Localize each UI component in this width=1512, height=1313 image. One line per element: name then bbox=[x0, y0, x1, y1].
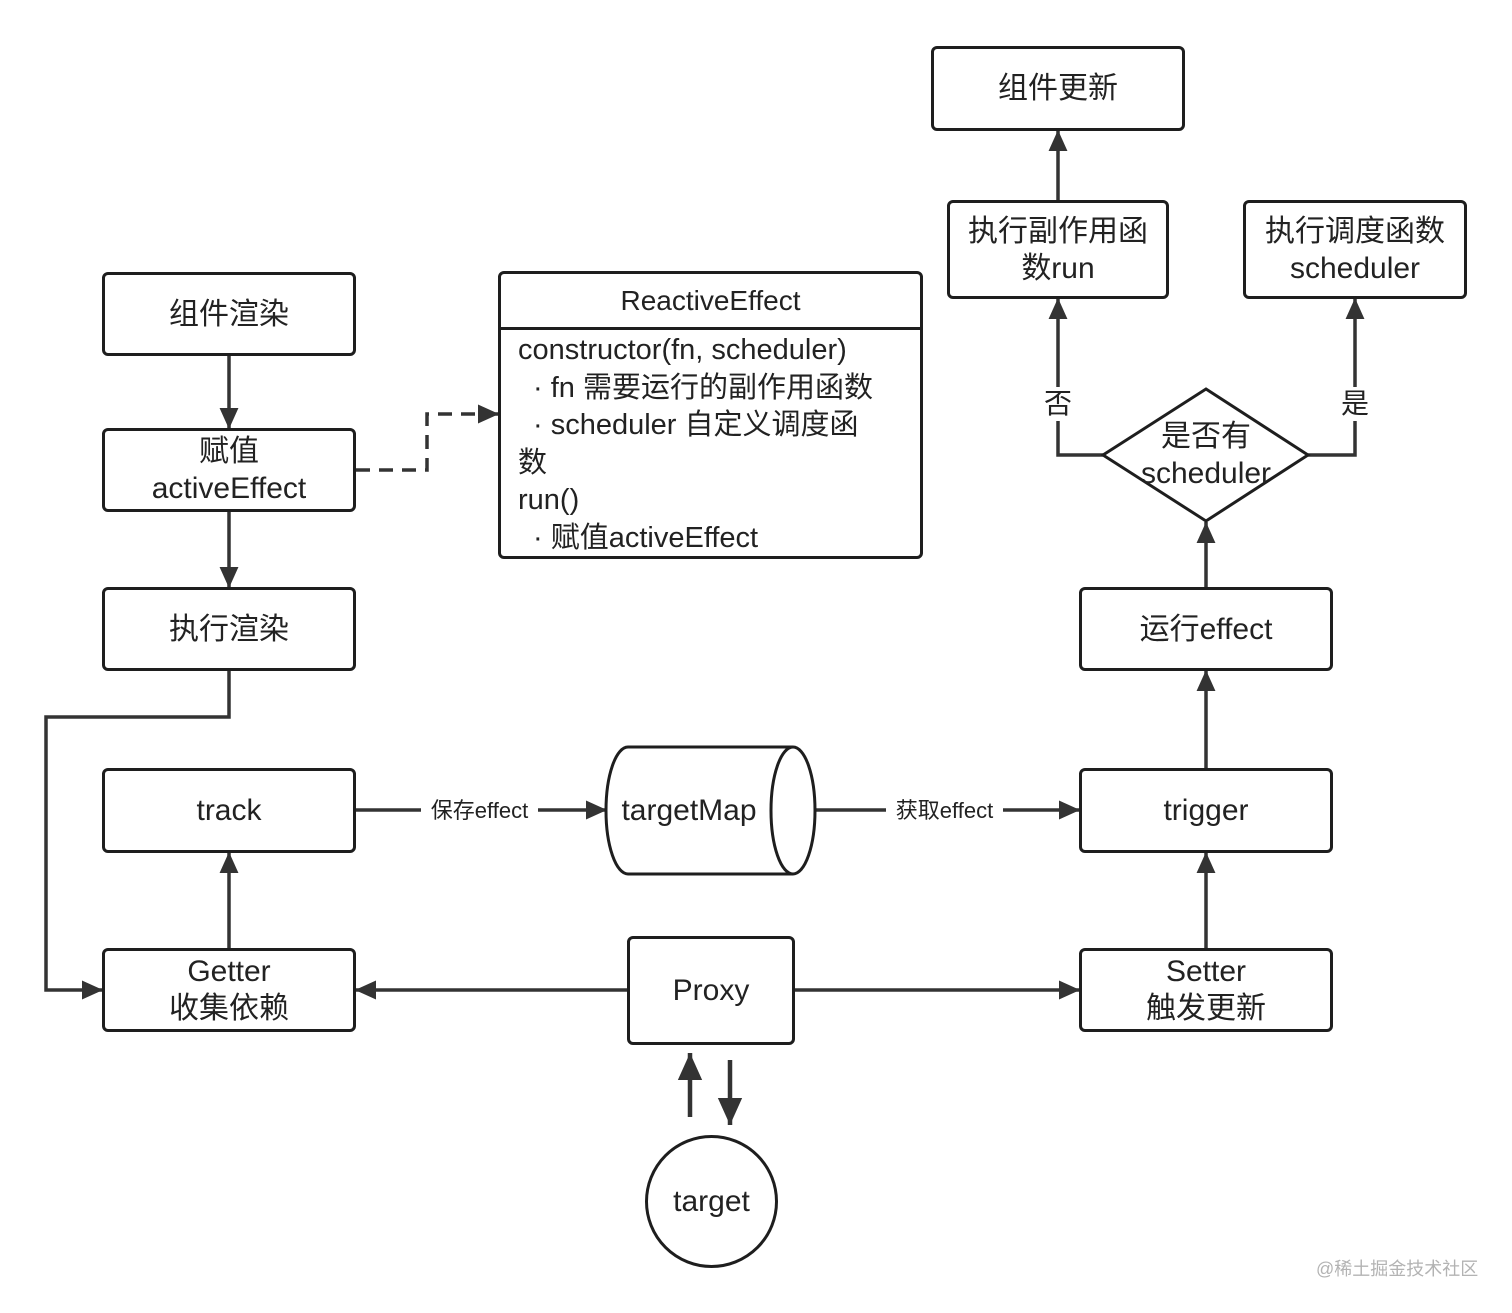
class-member-line: · 赋值activeEffect bbox=[533, 521, 759, 554]
getter-line-2: 收集依赖 bbox=[169, 992, 289, 1025]
setter-node: Setter 触发更新 bbox=[1079, 948, 1333, 1032]
getter-line-1: Getter bbox=[187, 955, 271, 988]
run-scheduler-line-1: 执行调度函数 bbox=[1265, 214, 1445, 248]
reactive-effect-class-box: ReactiveEffect constructor(fn, scheduler… bbox=[498, 271, 923, 559]
class-member-line: · scheduler 自定义调度函 bbox=[533, 409, 859, 441]
run-effect-label: 运行effect bbox=[1139, 612, 1273, 646]
target-map-node: targetMap bbox=[606, 747, 772, 874]
run-side-effect-line-1: 执行副作用函 bbox=[968, 214, 1148, 248]
watermark: @稀土掘金技术社区 bbox=[1316, 1259, 1479, 1279]
dashed-arrow-assign-to-reactive-effect bbox=[356, 404, 499, 472]
setter-line-1: Setter bbox=[1165, 955, 1247, 988]
assign-active-effect-node: 赋值 activeEffect bbox=[102, 428, 356, 512]
arrow-execute-render-to-getter bbox=[44, 671, 231, 1000]
component-update-label: 组件更新 bbox=[998, 72, 1118, 105]
component-render-label: 组件渲染 bbox=[169, 297, 289, 331]
run-effect-node: 运行effect bbox=[1079, 587, 1333, 671]
assign-active-effect-line-2: activeEffect bbox=[151, 472, 307, 505]
class-member-line: run() bbox=[518, 484, 580, 516]
track-label: track bbox=[196, 794, 262, 827]
run-side-effect-node: 执行副作用函 数run bbox=[947, 200, 1169, 299]
target-map-cylinder-face bbox=[769, 745, 794, 876]
class-member-line: · fn 需要运行的副作用函数 bbox=[533, 371, 873, 404]
proxy-node: Proxy bbox=[627, 936, 795, 1045]
track-node: track bbox=[102, 768, 356, 853]
arrow-decision-yes-to-run-scheduler bbox=[1308, 298, 1365, 457]
decision-line-2: scheduler bbox=[1140, 457, 1272, 490]
target-map-label: targetMap bbox=[621, 794, 757, 827]
run-scheduler-node: 执行调度函数 scheduler bbox=[1243, 200, 1467, 299]
target-circle-node: target bbox=[645, 1135, 778, 1268]
trigger-label: trigger bbox=[1163, 794, 1249, 827]
assign-active-effect-line-1: 赋值 bbox=[199, 435, 259, 468]
reactive-effect-title: ReactiveEffect bbox=[501, 274, 920, 330]
decision-line-1: 是否有 bbox=[1161, 420, 1251, 453]
edge-label-save-effect: 保存effect bbox=[421, 797, 538, 825]
class-member-line: constructor(fn, scheduler) bbox=[518, 334, 847, 366]
branch-label-no: 否 bbox=[1043, 387, 1073, 421]
component-update-node: 组件更新 bbox=[931, 46, 1185, 131]
execute-render-label: 执行渲染 bbox=[169, 612, 289, 646]
edge-label-get-effect: 获取effect bbox=[886, 797, 1003, 825]
reactive-effect-body: constructor(fn, scheduler) · fn 需要运行的副作用… bbox=[501, 330, 920, 557]
component-render-node: 组件渲染 bbox=[102, 272, 356, 356]
target-label: target bbox=[673, 1185, 750, 1218]
execute-render-node: 执行渲染 bbox=[102, 587, 356, 671]
trigger-node: trigger bbox=[1079, 768, 1333, 853]
setter-line-2: 触发更新 bbox=[1146, 992, 1266, 1025]
getter-node: Getter 收集依赖 bbox=[102, 948, 356, 1032]
class-member-line: 数 bbox=[518, 446, 548, 479]
branch-label-yes: 是 bbox=[1340, 387, 1370, 421]
decision-diamond bbox=[1100, 387, 1311, 523]
decision-node-label: 是否有 scheduler bbox=[1106, 418, 1306, 492]
arrow-decision-no-to-run-side-effect bbox=[1048, 298, 1103, 457]
run-scheduler-line-2: scheduler bbox=[1289, 251, 1421, 285]
run-side-effect-line-2: 数run bbox=[1021, 251, 1095, 285]
proxy-label: Proxy bbox=[672, 974, 750, 1007]
